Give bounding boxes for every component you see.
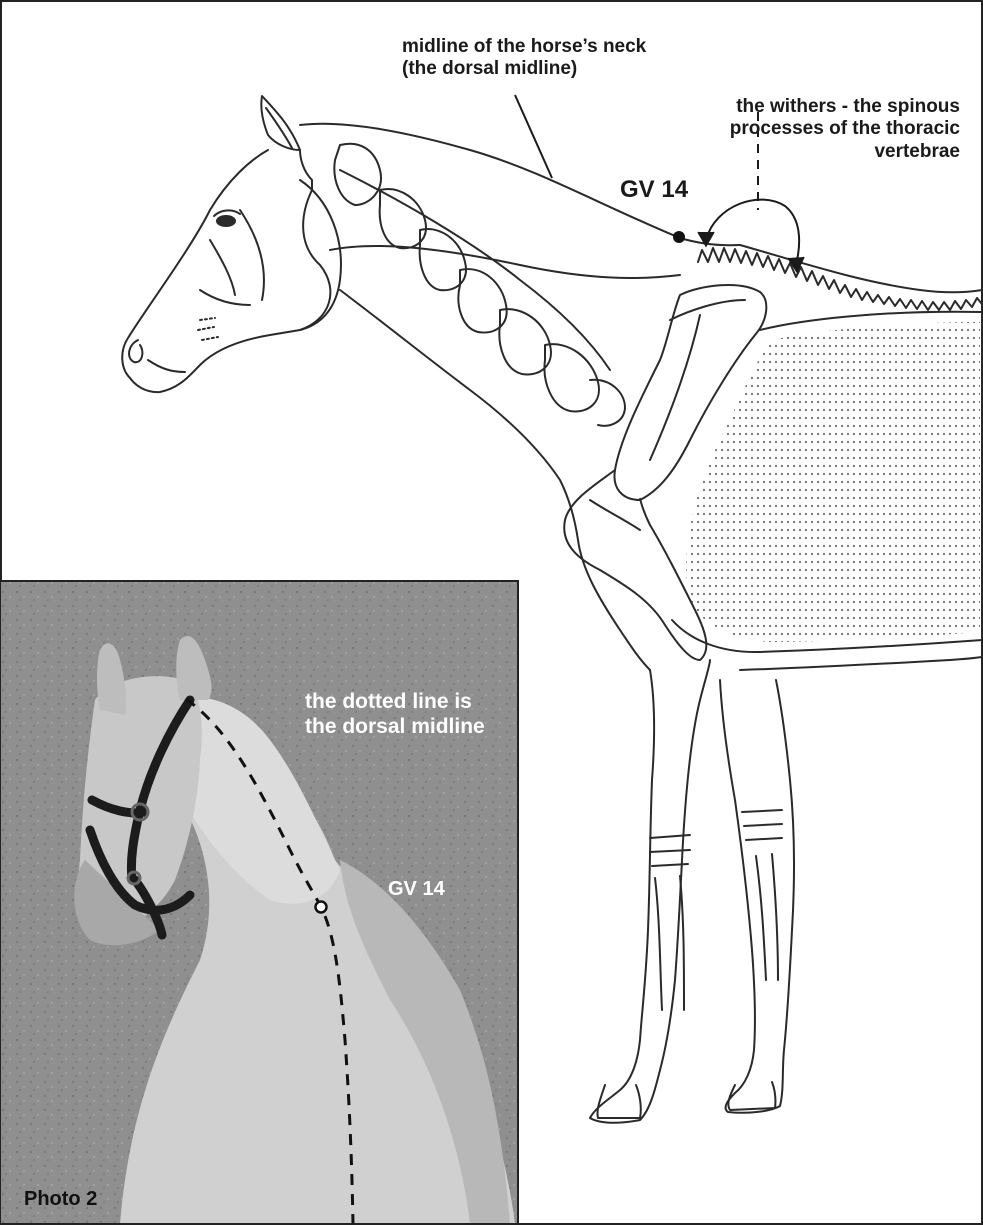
horse-nostril — [129, 340, 142, 362]
photo-inset — [0, 581, 518, 1224]
chest-outline — [578, 540, 650, 670]
dotted-line-label: the dotted line is the dorsal midline — [305, 690, 505, 740]
knee-joint — [742, 810, 782, 840]
neck-midline-pointer — [515, 95, 552, 178]
gv14-label-photo: GV 14 — [388, 878, 445, 902]
back-line — [740, 245, 982, 292]
foreleg-back — [720, 680, 794, 1113]
foreleg-front — [590, 660, 710, 1123]
hoof — [728, 1082, 775, 1110]
gv14-point-diagram — [673, 231, 685, 243]
withers-label: the withers - the spinous processes of t… — [650, 96, 960, 163]
gv14-label-diagram: GV 14 — [620, 176, 688, 204]
gv14-point-photo — [316, 902, 327, 913]
neck-midline-label: midline of the horse’s neck (the dorsal … — [402, 36, 652, 81]
horse-ear — [261, 96, 300, 150]
cannon-bone — [756, 854, 778, 980]
photo-caption: Photo 2 — [24, 1188, 97, 1212]
horse-eye — [217, 216, 235, 226]
belly-line — [740, 657, 982, 670]
withers-arc-arrow — [706, 200, 799, 265]
cervical-vertebrae — [334, 144, 381, 205]
